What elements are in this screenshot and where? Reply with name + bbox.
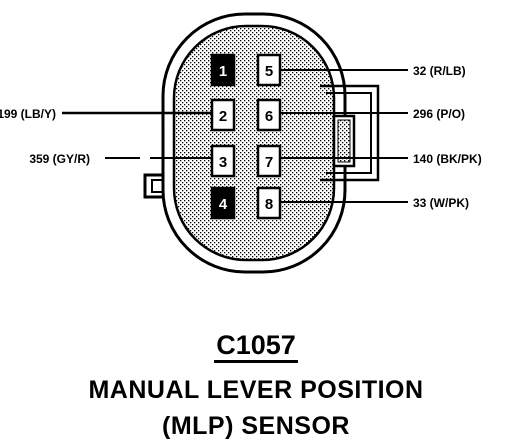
pin-cavity [210,98,236,132]
wire-pin-6: 296 (P/O) [280,107,465,121]
pin-cavity [210,144,236,178]
sensor-name-line-1: MANUAL LEVER POSITION [88,376,424,404]
pin-3: 3 [210,144,236,178]
wire-label: 140 (BK/PK) [413,152,482,166]
sensor-name-line-2: (MLP) SENSOR [162,412,350,440]
wire-label: 359 (GY/R) [29,152,90,166]
pin-cavity [210,186,236,220]
pin-number: 4 [219,196,228,213]
pin-4: 4 [210,186,236,220]
pin-8: 8 [256,186,282,220]
wire-pin-3: 359 (GY/R) [29,152,212,166]
wire-pin-2: 199 (LB/Y) [0,107,212,121]
wire-label: 32 (R/LB) [413,64,466,78]
wire-pin-8: 33 (W/PK) [280,196,469,210]
pin-number: 2 [219,108,227,125]
pin-number: 3 [219,154,227,171]
pin-cavity [256,144,282,178]
pin-number: 1 [219,63,227,80]
wire-leads: 199 (LB/Y)359 (GY/R)32 (R/LB)296 (P/O)14… [0,64,482,210]
pin-cavity [256,98,282,132]
pin-1: 1 [210,53,236,87]
pin-number: 6 [265,108,273,125]
connector-id-text: C1057 [214,330,298,363]
wire-label: 296 (P/O) [413,107,465,121]
pin-7: 7 [256,144,282,178]
pin-6: 6 [256,98,282,132]
connector-housing [143,12,380,274]
connector-id: C1057 [0,330,512,363]
pin-cavity [210,53,236,87]
pin-number: 8 [265,196,273,213]
pin-number: 7 [265,154,273,171]
pin-number: 5 [265,63,273,80]
pin-cavities: 1 2 3 4 5 6 7 8 [210,53,282,220]
wire-pin-5: 32 (R/LB) [280,64,466,78]
pin-5: 5 [256,53,282,87]
wire-label: 199 (LB/Y) [0,107,56,121]
wire-label: 33 (W/PK) [413,196,469,210]
wire-pin-7: 140 (BK/PK) [280,152,482,166]
pin-2: 2 [210,98,236,132]
